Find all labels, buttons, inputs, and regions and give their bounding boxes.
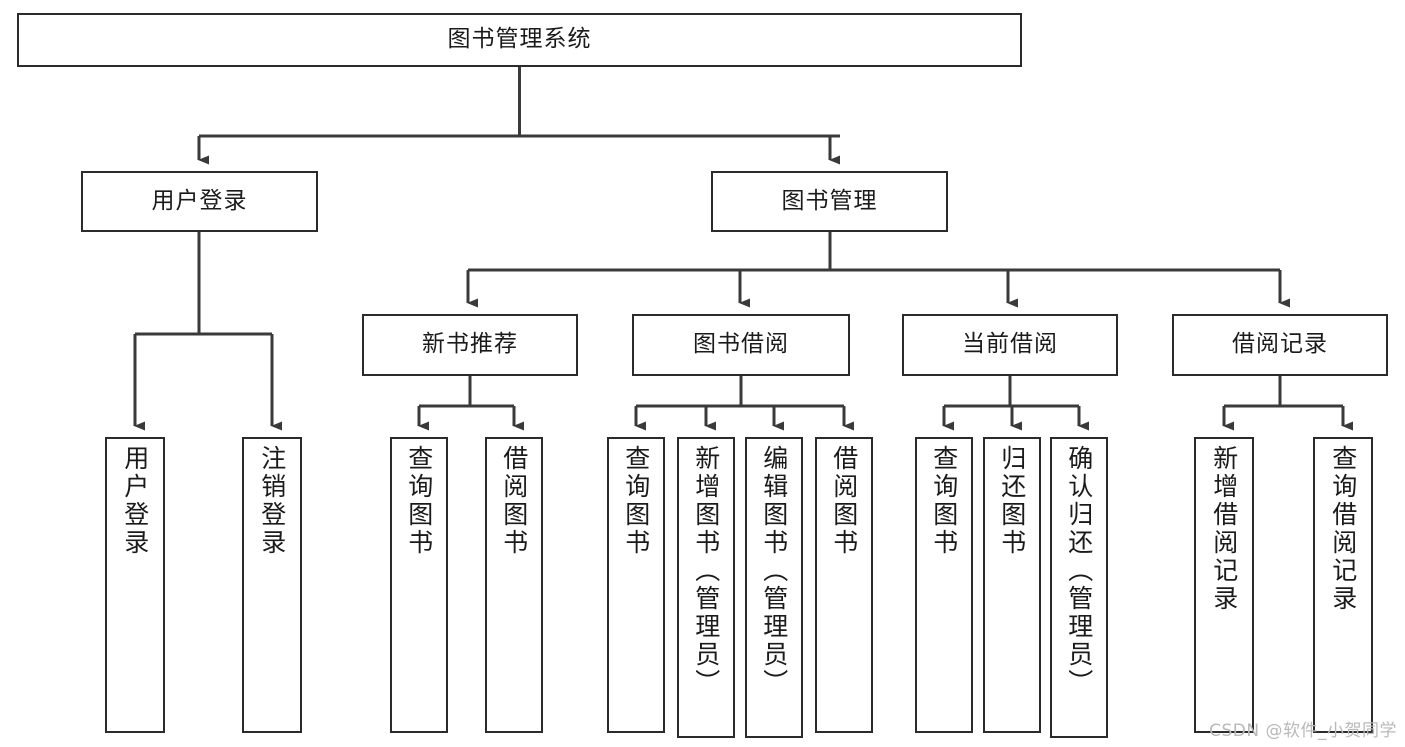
leaf-record-add[interactable]: 新增借阅记录 <box>1194 437 1254 733</box>
leaf-current-confirm-return[interactable]: 确认归还（管理员） <box>1050 437 1108 738</box>
leaf-user-logout[interactable]: 注销登录 <box>242 437 302 733</box>
node-book-management-module-label: 图书管理 <box>781 187 878 214</box>
leaf-record-query-label: 查询借阅记录 <box>1328 445 1358 613</box>
leaf-borrow-query-book-label: 查询图书 <box>621 445 651 557</box>
node-borrow-record[interactable]: 借阅记录 <box>1172 314 1388 376</box>
node-borrow-record-label: 借阅记录 <box>1232 331 1328 358</box>
leaf-borrow-borrow-book[interactable]: 借阅图书 <box>815 437 873 733</box>
leaf-current-return-book[interactable]: 归还图书 <box>983 437 1041 733</box>
leaf-borrow-add-book[interactable]: 新增图书（管理员） <box>677 437 735 738</box>
leaf-current-query-book-label: 查询图书 <box>929 445 959 557</box>
node-root-label: 图书管理系统 <box>447 26 592 53</box>
watermark: CSDN @软件_小贺同学 <box>1209 721 1397 741</box>
leaf-record-add-label: 新增借阅记录 <box>1209 445 1239 613</box>
node-new-book-recommend[interactable]: 新书推荐 <box>362 314 578 376</box>
leaf-user-logout-label: 注销登录 <box>257 445 287 557</box>
node-current-borrow[interactable]: 当前借阅 <box>902 314 1118 376</box>
node-root[interactable]: 图书管理系统 <box>17 13 1022 67</box>
leaf-new-borrow-book[interactable]: 借阅图书 <box>485 437 543 733</box>
leaf-user-login-label: 用户登录 <box>120 445 150 557</box>
leaf-user-login[interactable]: 用户登录 <box>105 437 165 733</box>
node-book-borrow-label: 图书借阅 <box>693 331 789 358</box>
node-current-borrow-label: 当前借阅 <box>962 331 1058 358</box>
node-user-login-module-label: 用户登录 <box>151 187 248 214</box>
leaf-borrow-query-book[interactable]: 查询图书 <box>607 437 665 733</box>
leaf-new-query-book-label: 查询图书 <box>404 445 434 557</box>
leaf-record-query[interactable]: 查询借阅记录 <box>1313 437 1373 733</box>
node-book-borrow[interactable]: 图书借阅 <box>632 314 850 376</box>
leaf-borrow-borrow-book-label: 借阅图书 <box>829 445 859 557</box>
leaf-current-query-book[interactable]: 查询图书 <box>915 437 973 733</box>
leaf-borrow-edit-book[interactable]: 编辑图书（管理员） <box>745 437 803 738</box>
leaf-borrow-edit-book-label: 编辑图书（管理员） <box>759 445 789 697</box>
node-book-management-module[interactable]: 图书管理 <box>711 171 948 232</box>
leaf-new-borrow-book-label: 借阅图书 <box>499 445 529 557</box>
leaf-new-query-book[interactable]: 查询图书 <box>390 437 448 733</box>
leaf-current-return-book-label: 归还图书 <box>997 445 1027 557</box>
leaf-current-confirm-return-label: 确认归还（管理员） <box>1064 445 1094 697</box>
leaf-borrow-add-book-label: 新增图书（管理员） <box>691 445 721 697</box>
node-user-login-module[interactable]: 用户登录 <box>81 171 318 232</box>
node-new-book-recommend-label: 新书推荐 <box>422 331 518 358</box>
